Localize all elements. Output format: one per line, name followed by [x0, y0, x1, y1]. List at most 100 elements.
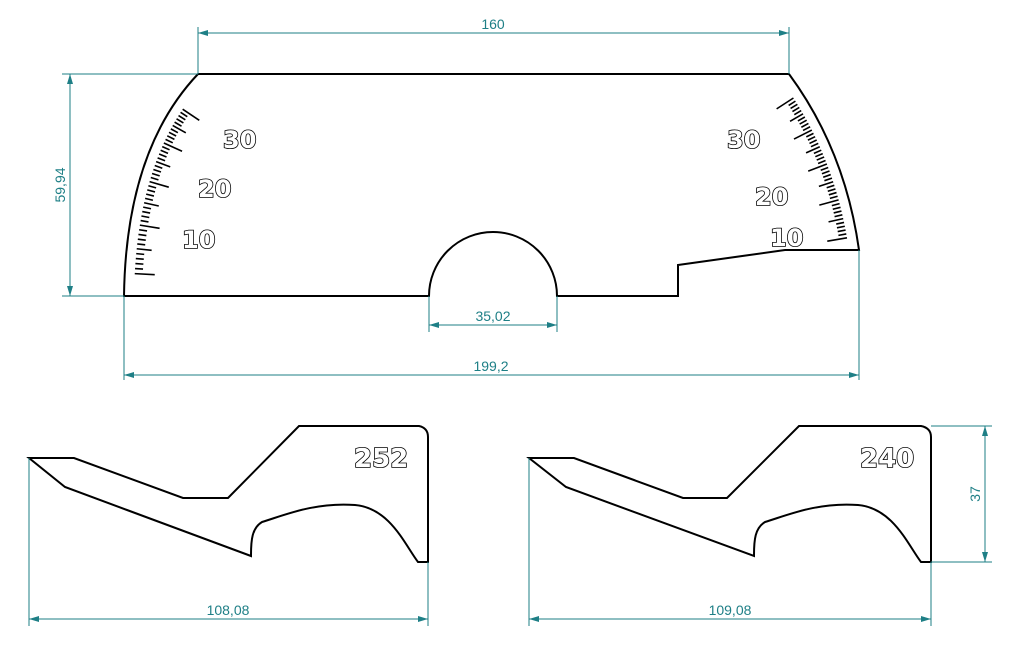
scale-tick [826, 184, 835, 189]
scale-tick [832, 206, 841, 211]
scale-tick [135, 262, 144, 265]
scale-tick [797, 116, 806, 122]
left-part-outline [26, 425, 429, 563]
scale-tick [142, 210, 151, 214]
scale-tick [807, 163, 828, 172]
dimension-text: 37 [967, 486, 983, 502]
scale-tick [149, 180, 169, 188]
scale-tick [143, 206, 152, 210]
scale-tick [154, 164, 163, 169]
dimension-text: 108,08 [207, 602, 250, 618]
scale-tick [776, 97, 794, 110]
scale-tick [136, 252, 145, 256]
scale-tick [805, 132, 814, 138]
scale-tick [813, 149, 822, 155]
dimension-text: 199,2 [473, 358, 508, 374]
right-scale-label-10: 10 [770, 224, 803, 252]
scale-tick [818, 180, 834, 188]
scale-tick [799, 119, 808, 125]
dimension-left-part-width: 108,08 [28, 458, 429, 626]
scale-tick [828, 217, 844, 223]
scale-tick [139, 228, 148, 232]
scale-tick [141, 215, 150, 219]
dimension-arc-width: 35,02 [428, 296, 558, 332]
dimension-overall-width: 199,2 [123, 250, 860, 380]
scale-tick [802, 126, 811, 132]
scale-tick [174, 121, 182, 127]
scale-tick [151, 172, 160, 177]
scale-tick [810, 142, 819, 148]
scale-tick [793, 109, 802, 116]
scale-tick [800, 122, 809, 128]
scale-tick [166, 135, 175, 141]
scale-tick [137, 238, 146, 241]
scale-tick [168, 131, 177, 137]
dimension-text: 160 [481, 16, 505, 32]
scale-tick [140, 219, 149, 223]
scale-tick [827, 237, 848, 242]
scale-tick [829, 195, 838, 200]
scale-tick [170, 128, 179, 134]
scale-tick [792, 106, 800, 113]
scale-tick [148, 184, 157, 189]
scale-tick [827, 188, 836, 193]
scale-tick [805, 146, 821, 154]
scale-tick [134, 272, 155, 276]
scale-tick [790, 103, 798, 110]
left-scale-label-10: 10 [182, 226, 215, 254]
scale-tick [158, 153, 167, 158]
scale-tick [160, 149, 169, 155]
scale-tick [163, 142, 183, 153]
scale-tick [176, 118, 184, 124]
scale-tick [155, 160, 171, 168]
scale-tick [836, 225, 845, 229]
plate-outline [122, 73, 861, 297]
scale-tick [824, 177, 833, 182]
scale-tick [172, 124, 187, 134]
scale-tick [831, 202, 840, 207]
scale-tick [821, 170, 830, 175]
dimension-right-part-height: 37 [931, 425, 992, 563]
scale-tick [815, 152, 824, 158]
scale-tick [822, 173, 832, 178]
scale-plate: 10 20 30 10 20 30 160 59,94 35,02 [52, 16, 861, 380]
scale-tick [817, 159, 826, 165]
scale-tick [816, 156, 825, 161]
left-scale-label-20: 20 [198, 175, 231, 203]
scale-tick [153, 168, 162, 173]
dimension-text: 35,02 [475, 308, 510, 324]
left-part: 252 108,08 [26, 425, 429, 626]
scale-tick [135, 267, 144, 270]
scale-tick [809, 139, 818, 145]
scale-tick [145, 193, 155, 197]
scale-tick [828, 191, 837, 196]
right-scale-label-30: 30 [727, 126, 760, 154]
scale-tick [788, 100, 796, 107]
scale-tick [807, 135, 816, 141]
dimension-text: 59,94 [52, 167, 68, 202]
right-scale-ticks [776, 97, 848, 242]
dimension-text: 109,08 [709, 602, 752, 618]
scale-tick [144, 197, 154, 202]
scale-tick [793, 129, 813, 140]
scale-tick [138, 233, 147, 237]
scale-tick [136, 247, 152, 252]
scale-tick [838, 233, 847, 237]
scale-tick [139, 224, 160, 230]
scale-tick [147, 189, 156, 193]
scale-tick [137, 243, 146, 246]
scale-tick [819, 199, 839, 206]
scale-tick [833, 210, 842, 214]
scale-tick [143, 201, 159, 207]
scale-tick [820, 166, 829, 172]
scale-tick [180, 111, 188, 118]
scale-tick [178, 114, 186, 121]
scale-tick [135, 257, 144, 261]
scale-tick [157, 157, 166, 162]
scale-tick [837, 229, 846, 233]
scale-tick [834, 214, 843, 218]
dimension-right-part-width: 109,08 [528, 458, 932, 626]
dimension-height: 59,94 [52, 73, 198, 297]
left-scale-label-30: 30 [223, 126, 256, 154]
scale-tick [165, 138, 174, 144]
